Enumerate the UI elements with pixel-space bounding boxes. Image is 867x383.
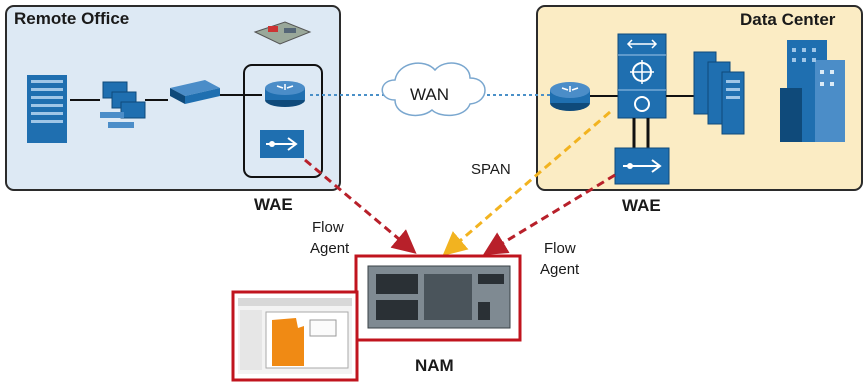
wae-label-remote: WAE	[254, 195, 293, 214]
span-arrow	[442, 110, 611, 256]
workstations-icon	[100, 81, 146, 128]
data-center-title: Data Center	[740, 10, 836, 29]
wae-label-datacenter: WAE	[622, 196, 661, 215]
flow-agent-label-right-line2: Agent	[540, 261, 580, 278]
wan-label: WAN	[410, 85, 450, 104]
nam-appliance-icon	[367, 265, 511, 329]
nam-report-screenshot	[238, 298, 352, 374]
multilayer-switch-icon	[617, 33, 667, 119]
server-tower-icon	[27, 75, 67, 143]
wae-appliance-icon-datacenter	[614, 147, 670, 185]
flow-agent-arrow-right	[482, 173, 616, 256]
wae-appliance-icon-remote	[260, 130, 304, 158]
flow-agent-arrow-left	[304, 158, 417, 254]
router-icon-datacenter	[550, 82, 590, 111]
nam-label: NAM	[415, 356, 454, 375]
router-icon-remote	[265, 81, 305, 107]
flow-agent-label-left-line1: Flow	[312, 219, 344, 236]
building-icon	[780, 40, 845, 142]
span-label: SPAN	[471, 161, 511, 178]
wae-router-enclosure	[243, 64, 323, 178]
remote-office-title: Remote Office	[14, 9, 130, 28]
wan-cloud-icon	[381, 62, 486, 117]
switch-icon	[170, 80, 220, 104]
line-card-module-icon	[253, 21, 312, 45]
flow-agent-label-right-line1: Flow	[544, 240, 576, 257]
server-stack-icon	[693, 51, 745, 135]
flow-agent-label-left-line2: Agent	[310, 240, 350, 257]
remote-office-region	[5, 5, 341, 191]
